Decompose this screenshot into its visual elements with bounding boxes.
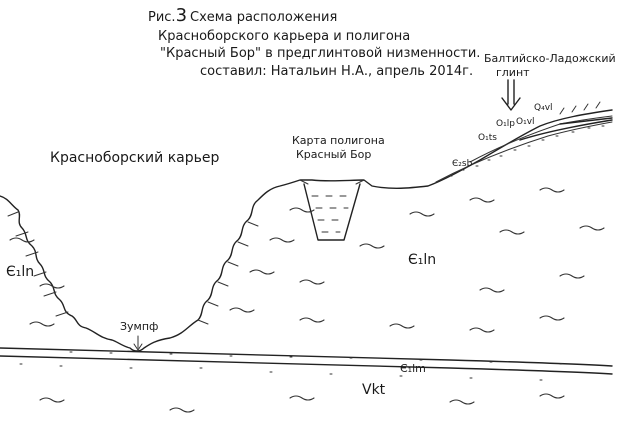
quarry-label: Красноборский карьер xyxy=(50,150,219,166)
layer-label-lm: Є₁lm xyxy=(400,362,426,375)
klint-label-line-2: глинт xyxy=(496,66,530,79)
title-line-2: Красноборского карьера и полигона xyxy=(158,29,410,44)
polygon-label-line-2: Красный Бор xyxy=(296,148,371,161)
layer-label-vl: O₁vl xyxy=(516,117,535,127)
layer-label-ts: O₁ts xyxy=(478,133,497,143)
sump-label: Зумпф xyxy=(120,320,158,333)
strata-boundaries xyxy=(0,347,613,381)
title-heading: Схема расположения xyxy=(190,10,337,25)
title-line-4: составил: Натальин Н.А., апрель 2014г. xyxy=(200,64,473,79)
title-line-3: "Красный Бор" в предглинтовой низменност… xyxy=(160,46,480,61)
layer-label-center: Є₁ln xyxy=(408,252,436,268)
pit-wall-left xyxy=(7,211,69,317)
layer-label-q: Q₄vl xyxy=(534,103,553,113)
figure-number: 3 xyxy=(176,5,187,26)
layer-label-sb: Є₂sb xyxy=(452,159,473,169)
title-prefix: Рис. xyxy=(148,10,176,25)
sump-arrow xyxy=(133,335,143,351)
polygon-label-line-1: Карта полигона xyxy=(292,134,385,147)
layer-label-lp: O₁lp xyxy=(496,119,515,129)
landfill-trench xyxy=(299,179,365,241)
layer-label-left: Є₁ln xyxy=(6,264,34,280)
clay-wave-pattern xyxy=(9,187,605,413)
klint-layers xyxy=(435,79,613,183)
klint-label-line-1: Балтийско-Ладожский xyxy=(484,52,616,65)
pit-wall-right xyxy=(197,221,259,325)
layer-label-vkt: Vkt xyxy=(362,382,386,398)
